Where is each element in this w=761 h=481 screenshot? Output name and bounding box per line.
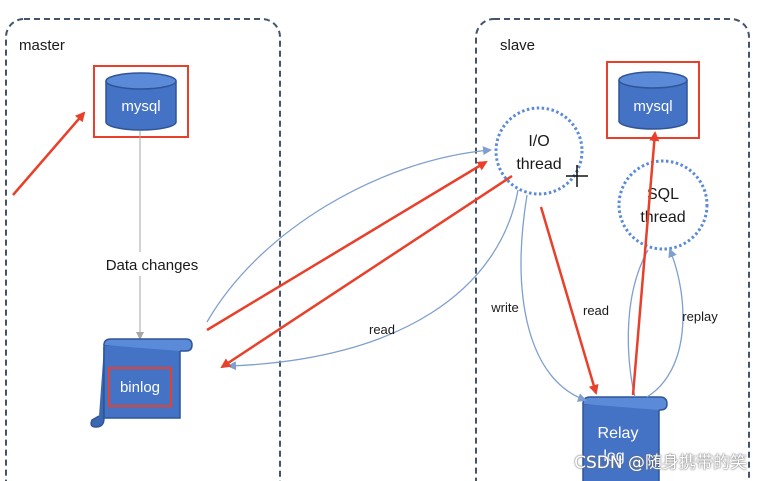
read-relay-label: read: [583, 303, 609, 318]
master-db-label: mysql: [121, 98, 160, 115]
edge-io-to-binlog: [227, 189, 519, 371]
annotation-arrow-master: [12, 111, 86, 196]
master-label: master: [19, 37, 65, 54]
master-mysql-db: mysql: [93, 65, 189, 138]
watermark: CSDN @随身携带的笑: [574, 453, 747, 473]
relay-log-label-1: Relay: [598, 425, 639, 442]
sql-thread-node: SQL thread: [617, 159, 709, 251]
sql-thread-label-2: thread: [640, 209, 685, 226]
slave-panel: [475, 18, 750, 481]
binlog-highlight: [108, 367, 172, 407]
move-cursor-icon: [566, 165, 588, 187]
write-label: write: [490, 300, 518, 315]
binlog-scroll: binlog: [90, 338, 193, 428]
master-db-highlight: [93, 65, 189, 138]
replay-label: replay: [682, 309, 718, 324]
io-thread-label-1: I/O: [528, 133, 549, 150]
slave-mysql-db: mysql: [606, 61, 700, 139]
sql-thread-label-1: SQL: [647, 186, 679, 203]
annotation-arrow-io-to-relay: [539, 206, 599, 395]
edge-io-write-relay: [520, 194, 587, 402]
slave-db-label: mysql: [633, 98, 672, 115]
annotation-arrow-relay-to-mysql: [631, 131, 660, 396]
annotation-arrow-io-to-binlog: [220, 174, 513, 369]
edge-binlog-to-io: [206, 146, 492, 323]
edge-relay-replay-sql: [646, 248, 684, 398]
read-binlog-label: read: [369, 322, 395, 337]
io-thread-label-2: thread: [516, 156, 561, 173]
slave-label: slave: [500, 37, 535, 54]
io-thread-node: I/O thread: [494, 106, 584, 196]
binlog-label: binlog: [120, 379, 160, 396]
relay-log-scroll: Relay log: [582, 396, 668, 481]
annotation-arrow-binlog-to-io: [206, 160, 488, 332]
relay-log-label-2: log: [603, 448, 624, 465]
data-changes-label: Data changes: [106, 257, 199, 274]
